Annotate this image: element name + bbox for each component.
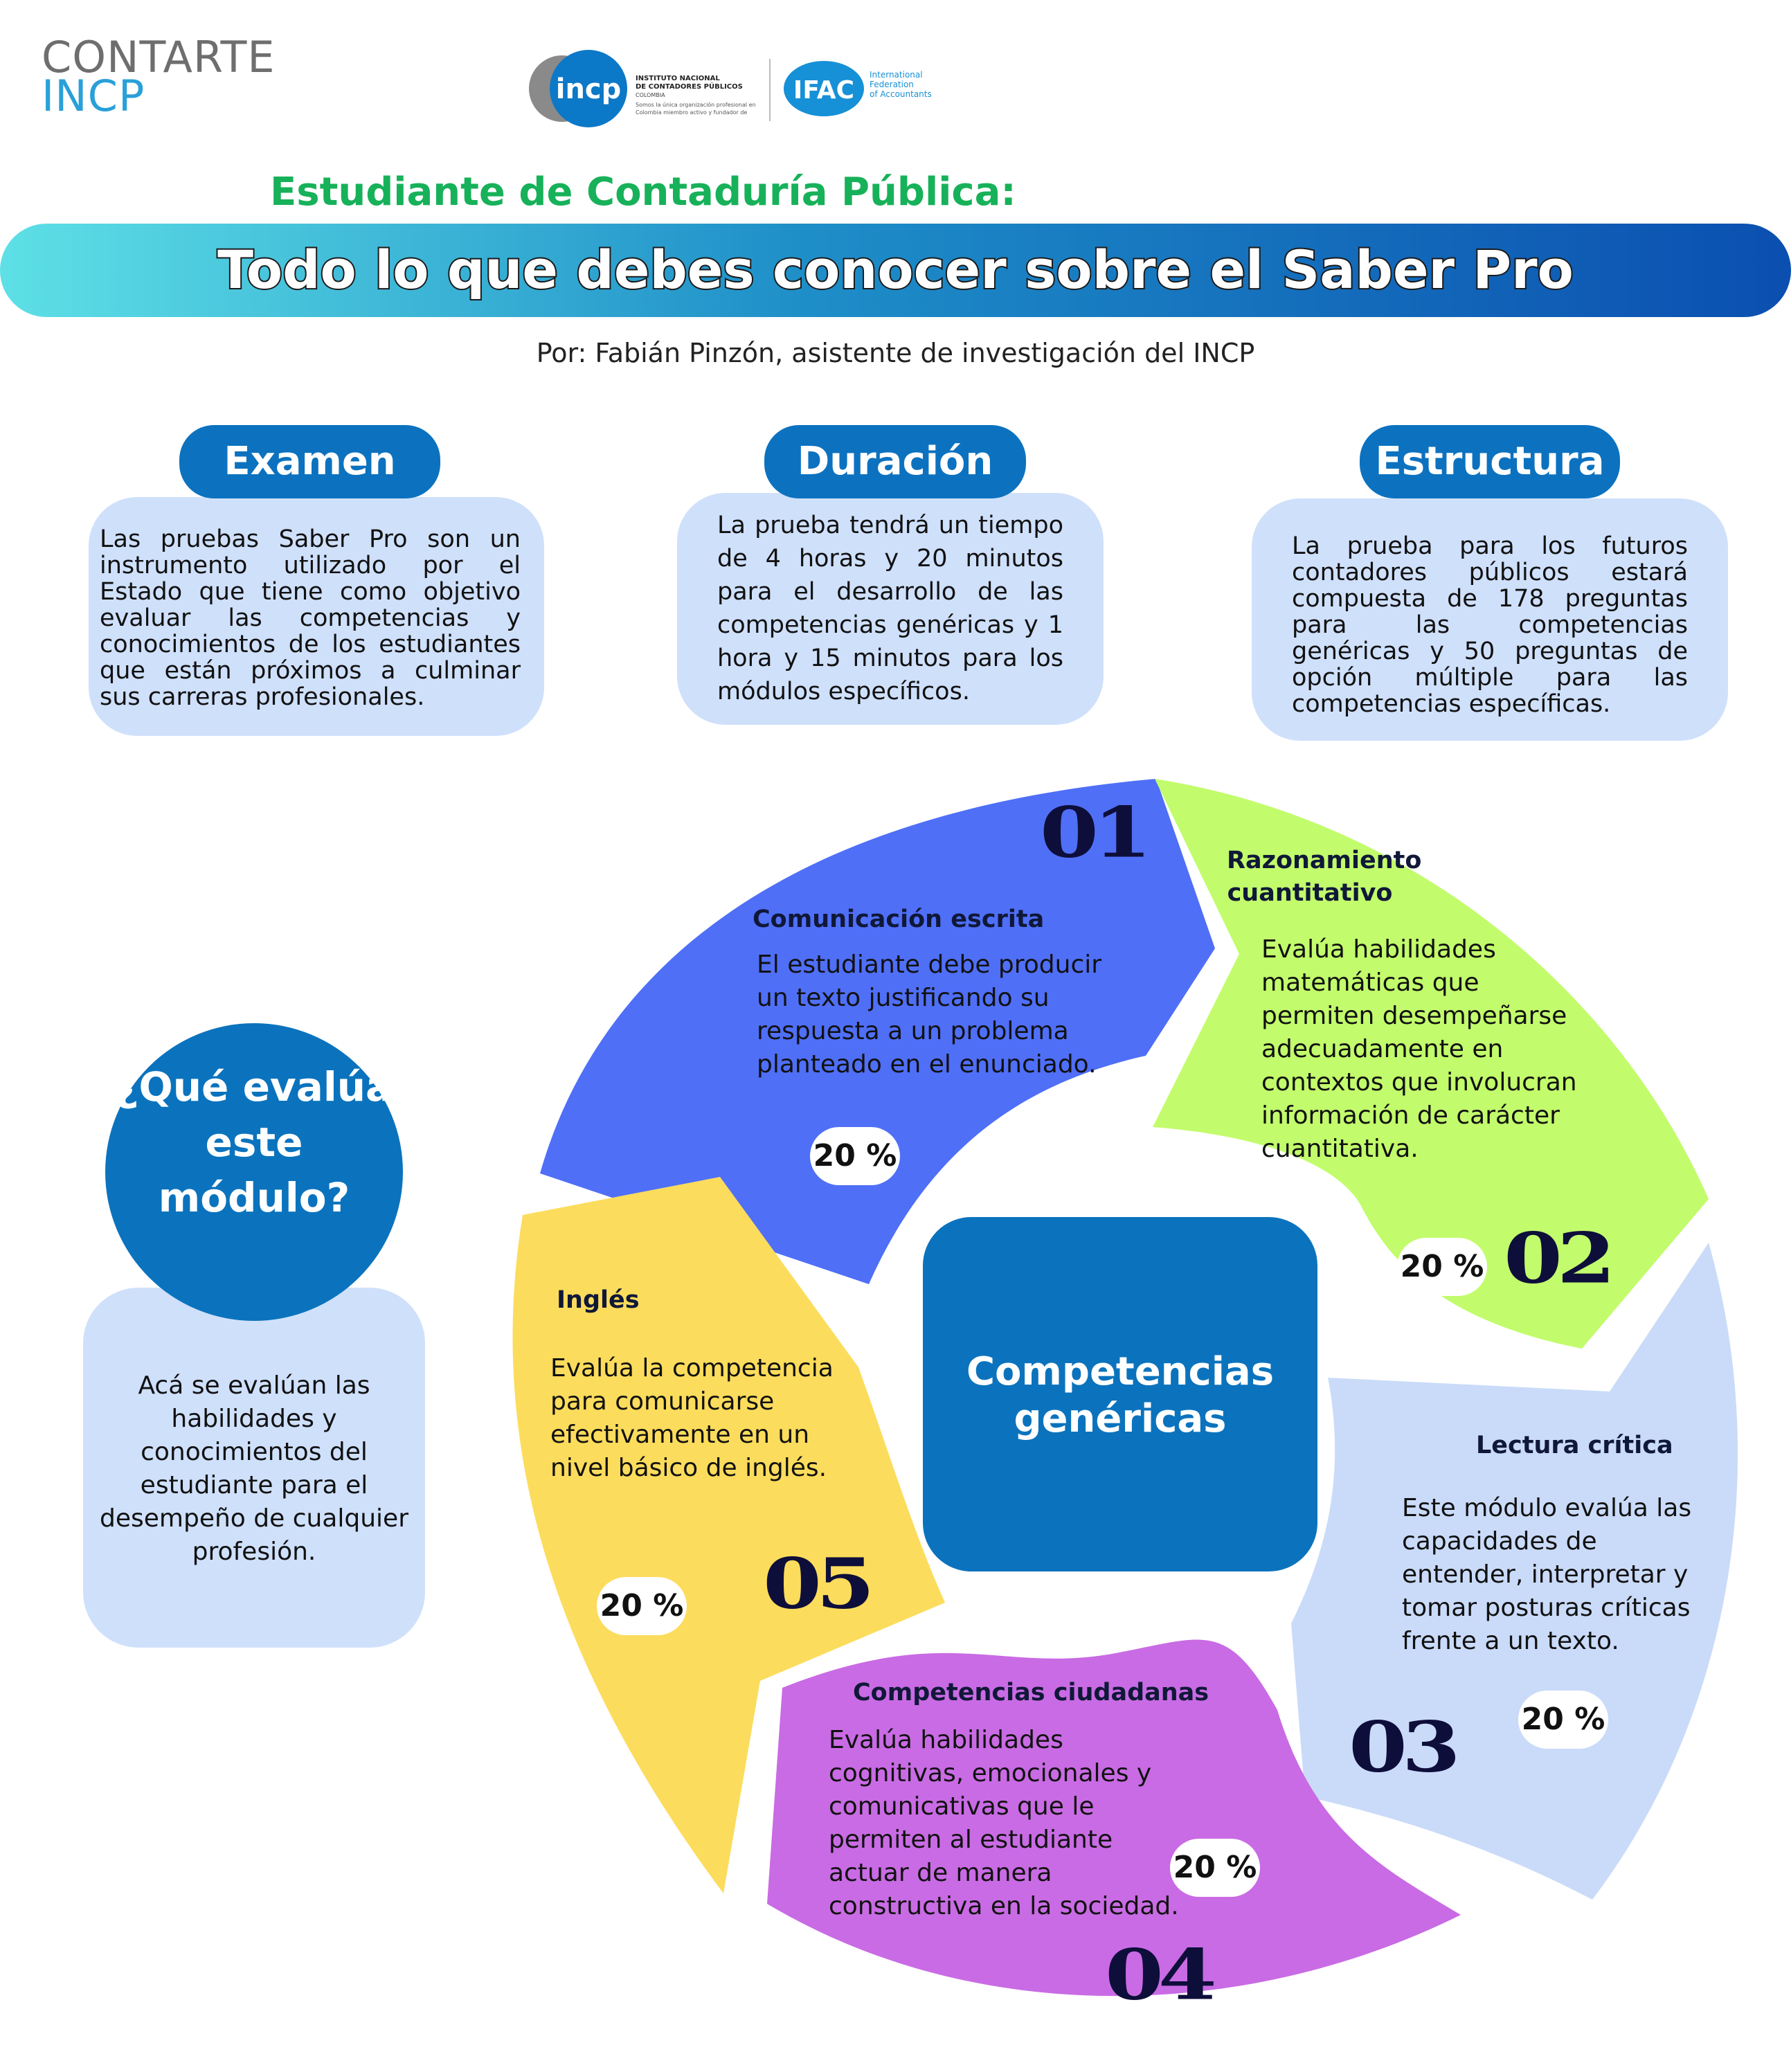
title-banner: Todo lo que debes conocer sobre el Saber…: [0, 224, 1791, 317]
page-title: Todo lo que debes conocer sobre el Saber…: [216, 237, 1575, 302]
segment-03-shape: [1291, 1243, 1738, 1900]
incp-logo: incp INSTITUTO NACIONAL DE CONTADORES PÚ…: [529, 50, 756, 127]
segment-05-shape: [512, 1177, 945, 1893]
question-circle: ¿Qué evalúa este módulo?: [105, 1023, 403, 1321]
incp-tagline-1: Somos la única organización profesional …: [636, 101, 756, 108]
segment-01-percent: 20 %: [810, 1127, 900, 1185]
segment-01-title: Comunicación escrita: [753, 906, 1045, 933]
segment-02-percent: 20 %: [1397, 1238, 1487, 1296]
brand-line1: CONTARTE: [42, 32, 276, 82]
ifac-logo: IFAC International Federation of Account…: [784, 61, 932, 116]
segment-01-shape: [540, 779, 1215, 1284]
segment-03-percent: 20 %: [1518, 1691, 1608, 1749]
incp-mark: incp: [556, 73, 622, 105]
ifac-name-2: Federation: [870, 80, 914, 89]
segment-04-percent: 20 %: [1170, 1839, 1260, 1897]
byline: Por: Fabián Pinzón, asistente de investi…: [536, 338, 1255, 368]
contarte-logo: CONTARTE INCP: [42, 32, 276, 121]
incp-tagline-2: Colombia miembro activo y fundador de: [636, 109, 747, 116]
incp-name-2: DE CONTADORES PÚBLICOS: [636, 82, 743, 91]
card-duracion-text: La prueba tendrá un tiempo de 4 horas y …: [717, 512, 1063, 705]
incp-name-3: COLOMBIA: [636, 92, 665, 98]
segment-05-title: Inglés: [557, 1286, 640, 1314]
brand-line2: INCP: [42, 71, 145, 121]
segment-01-text: El estudiante debe producir un texto jus…: [757, 951, 1102, 1079]
card-duracion-title: Duración: [764, 425, 1026, 498]
card-duracion: La prueba tendrá un tiempo de 4 horas y …: [677, 493, 1104, 725]
card-estructura-text: La prueba para los futuros contadores pú…: [1292, 532, 1688, 718]
segment-03-number: 03: [1349, 1706, 1461, 1788]
ifac-name-1: International: [870, 70, 923, 80]
segment-04-number: 04: [1105, 1934, 1217, 2016]
incp-name-1: INSTITUTO NACIONAL: [636, 75, 720, 82]
segment-05-percent: 20 %: [597, 1577, 687, 1635]
card-estructura: La prueba para los futuros contadores pú…: [1252, 498, 1728, 741]
segment-04-text: Evalúa habilidades cognitivas, emocional…: [829, 1726, 1179, 1920]
card-examen-text: Las pruebas Saber Pro son un instrumento…: [100, 525, 521, 711]
center-label: Competencias genéricas: [966, 1349, 1275, 1441]
segment-01-number: 01: [1040, 791, 1152, 874]
card-examen: Las pruebas Saber Pro son un instrumento…: [89, 497, 544, 736]
segment-05-number: 05: [763, 1542, 875, 1625]
question-title: ¿Qué evalúa este módulo?: [115, 1063, 393, 1221]
segment-05-text: Evalúa la competencia para comunicarse e…: [550, 1354, 834, 1482]
segment-02-text: Evalúa habilidades matemáticas que permi…: [1261, 935, 1577, 1163]
ifac-mark: IFAC: [793, 76, 854, 105]
card-estructura-title: Estructura: [1360, 425, 1620, 498]
partner-logos: incp INSTITUTO NACIONAL DE CONTADORES PÚ…: [529, 50, 932, 127]
center-box: Competencias genéricas: [923, 1217, 1317, 1571]
segment-04-title: Competencias ciudadanas: [853, 1679, 1209, 1706]
question-box: Acá se evalúan las habilidades y conocim…: [83, 1288, 425, 1648]
segment-02-title: Razonamiento cuantitativo: [1227, 847, 1422, 907]
card-examen-title: Examen: [179, 425, 440, 498]
ifac-name-3: of Accountants: [870, 89, 932, 99]
page-subtitle: Estudiante de Contaduría Pública:: [270, 170, 1016, 215]
segment-03-title: Lectura crítica: [1476, 1432, 1673, 1459]
segment-02-number: 02: [1504, 1217, 1616, 1299]
segment-04-shape: [767, 1639, 1461, 1997]
segment-02-shape: [1153, 779, 1709, 1349]
question-text: Acá se evalúan las habilidades y conocim…: [100, 1371, 408, 1566]
segment-03-text: Este módulo evalúa las capacidades de en…: [1402, 1494, 1692, 1655]
